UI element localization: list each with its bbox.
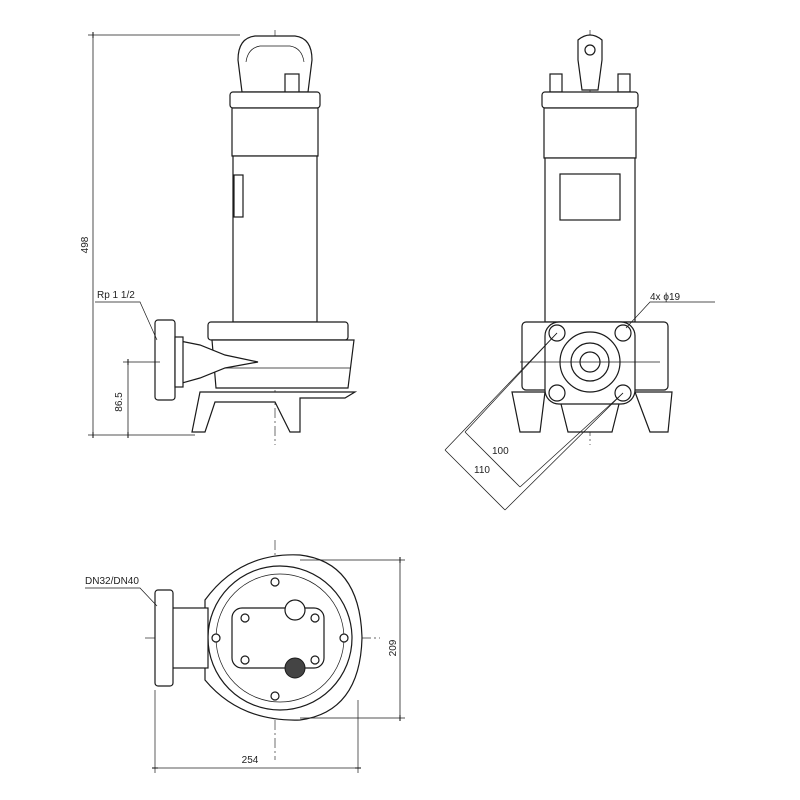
- hole-spacing-inner-label: 100: [492, 446, 509, 457]
- left-foot: [511, 391, 546, 433]
- bolt-hole: [614, 324, 632, 342]
- pump-feet: [191, 391, 358, 433]
- motor-housing: [232, 155, 318, 323]
- cable-entry: [284, 73, 300, 93]
- top-flange: [154, 589, 174, 687]
- side-view: [154, 30, 358, 445]
- outlet-height-label: 86.5: [114, 392, 125, 412]
- overall-height-label: 498: [80, 236, 91, 253]
- top-depth-label: 209: [388, 639, 399, 656]
- bolt-hole: [548, 384, 566, 402]
- hole-spacing-outer-label: 110: [474, 465, 490, 476]
- front-nameplate: [559, 173, 621, 221]
- front-view: [511, 30, 673, 445]
- flange-hub: [174, 336, 184, 388]
- motor-top: [231, 107, 319, 157]
- top-view: [145, 540, 380, 760]
- handle: [237, 35, 313, 93]
- flange-size-label: DN32/DN40: [85, 576, 139, 587]
- top-cover: [229, 91, 321, 109]
- outlet-flange: [154, 319, 176, 401]
- dimension-lines: [85, 31, 715, 773]
- top-discharge: [169, 607, 209, 669]
- outlet-thread-label: Rp 1 1/2: [97, 290, 135, 301]
- flange-holes-label: 4x ϕ19: [650, 292, 681, 303]
- top-width-label: 254: [242, 755, 259, 766]
- nameplate: [233, 174, 244, 218]
- pump-top-flange: [207, 321, 349, 341]
- right-foot: [634, 391, 673, 433]
- front-handle: [577, 34, 603, 91]
